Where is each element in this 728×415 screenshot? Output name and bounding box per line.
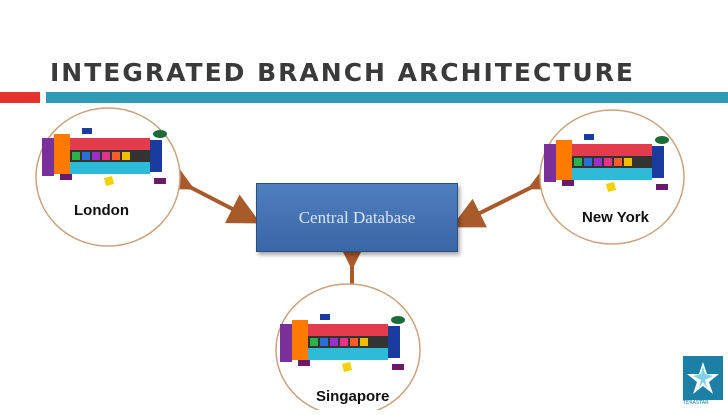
branch-system-icon [539, 109, 685, 245]
central-database-label: Central Database [298, 207, 416, 227]
branch-label-singapore: Singapore [316, 388, 390, 405]
branch-node-singapore: Singapore [274, 282, 422, 415]
terastar-logo-icon [683, 356, 723, 400]
arrow-newyork-central [451, 160, 564, 228]
arrow-london-central [158, 160, 261, 224]
branch-node-london: London [34, 106, 182, 248]
branch-system-icon [35, 107, 181, 247]
branch-label-london: London [74, 202, 129, 219]
branch-node-newyork: New York [538, 108, 686, 246]
title-accent-bar-red [0, 92, 40, 103]
branch-system-icon [275, 283, 421, 415]
central-database-box: Central Database [256, 183, 458, 252]
title-accent-bar-teal [46, 92, 728, 103]
slide-title: INTEGRATED BRANCH ARCHITECTURE [50, 58, 635, 87]
terastar-logo-text: TERASTAR [683, 400, 709, 406]
branch-label-newyork: New York [582, 209, 649, 226]
